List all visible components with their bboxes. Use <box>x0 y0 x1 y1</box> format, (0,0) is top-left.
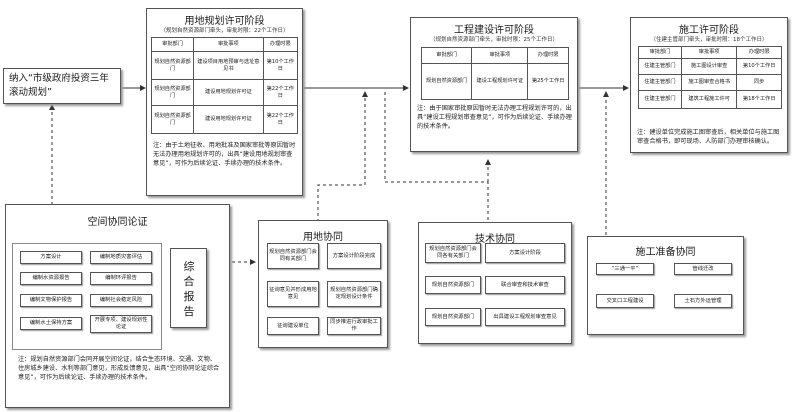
spatial-item: 编制文物保护报告 <box>20 294 82 307</box>
spatial-item: 编制社会稳定风险 <box>90 294 152 307</box>
tech-coord-item: 出具建设工程规划审查意见 <box>485 308 565 326</box>
prep-title: 施工准备协同 <box>635 247 696 258</box>
eng-permit-title: 工程建设许可阶段 <box>454 25 534 36</box>
tech-coord-item: 规划自然资源部门 <box>425 308 481 326</box>
spatial-item: 编制水资源报告 <box>20 272 82 285</box>
spatial-note: 注：规划自然资源部门会同开展空间论证，结合生态环境、交通、文物、住房城乡建设、水… <box>18 356 220 381</box>
eng-permit-note: 注：由于国家审批原因暂时无法办理工程规划许可的，出具“建设工程规划审查意见”，可… <box>417 105 572 130</box>
tech-coord-item: 规划自然资源部门 <box>425 276 481 294</box>
eng-permit-table: 审批部门审批事项办理时限 规划自然资源部门建设工程规划许可证第25个工作日 <box>420 47 569 100</box>
tech-coord-box: 技术协同 规划自然资源部门会同各有关部门 方案设计阶段 规划自然资源部门 联合审… <box>418 222 572 344</box>
land-permit-title: 用地规划许可阶段 <box>184 16 265 27</box>
spatial-item: 方案设计 <box>20 251 82 264</box>
start-box: 纳入“市级政府投资三年滚动规划” <box>3 68 121 104</box>
construction-permit-title: 施工许可阶段 <box>679 25 739 36</box>
spatial-item: 编制地质灾害评估 <box>90 251 152 264</box>
report-box: 综合报告 <box>170 248 207 328</box>
prep-item: 交叉口工程建设 <box>596 294 654 308</box>
land-coord-item: 方案设计阶段完成 <box>327 243 381 269</box>
land-coord-item: 规划自然资源部门会同有关部门 <box>267 243 319 269</box>
spatial-box: 空间协同论证 方案设计 编制地质灾害评估 编制水资源报告 编制环评报告 编制文物… <box>5 204 230 408</box>
tech-coord-title: 技术协同 <box>475 234 515 245</box>
spatial-title: 空间协同论证 <box>87 217 148 228</box>
land-permit-subtitle: （规划自然资源部门牵头，审批时限：22个工作日） <box>160 28 289 34</box>
spatial-item: 开展专项、建设规划性论证 <box>90 315 152 333</box>
land-coord-box: 用地协同 规划自然资源部门会同有关部门 方案设计阶段完成 征询意见并形成用地意见… <box>258 220 388 348</box>
tech-coord-item: 联合审查和技术审查 <box>485 276 565 294</box>
construction-permit-note: 注：建设单位完成施工图审查后，相关单位与施工图审查合格书，即可现场、人防部门办理… <box>637 129 780 145</box>
line-techcoord <box>384 92 489 222</box>
land-permit-box: 用地规划许可阶段 （规划自然资源部门牵头，审批时限：22个工作日） 审批部门审批… <box>146 8 303 196</box>
prep-item: “三通一平” <box>596 263 654 275</box>
tech-coord-item: 规划自然资源部门会同各有关部门 <box>425 243 481 263</box>
land-permit-note: 注：由于土地征收、用地批准及国家审批等原因暂时无法办理用地规划许可的，出具“建设… <box>153 142 296 167</box>
eng-permit-box: 工程建设许可阶段 （规划自然资源部门牵头，审批时限：25个工作日） 审批部门审批… <box>410 17 578 152</box>
construction-permit-box: 施工许可阶段 （住建主管部门牵头，审批时限：18个工作日） 审批部门审批事项办理… <box>630 17 788 153</box>
land-coord-item: 同步推进行政审批工作 <box>327 317 381 335</box>
eng-permit-subtitle: （规划自然资源部门牵头，审批时限：25个工作日） <box>429 37 558 43</box>
spatial-item: 编制环评报告 <box>90 272 152 285</box>
report-text: 综合报告 <box>183 260 195 318</box>
arrow-landcoord-up <box>317 91 368 222</box>
prep-item: 管线迁改 <box>674 263 732 275</box>
prep-box: 施工准备协同 “三通一平” 管线迁改 交叉口工程建设 土石方外运管理 <box>587 236 744 335</box>
land-permit-table: 审批部门审批事项办理时限 规划自然资源部门建设项目用地预审与选址意见书第10个工… <box>150 37 299 134</box>
construction-permit-table: 审批部门审批事项办理时限 住建主管部门施工图设计审查第10个工作日 住建主管部门… <box>638 46 782 109</box>
land-coord-item: 征询建设单位 <box>267 317 319 335</box>
prep-item: 土石方外运管理 <box>674 294 732 308</box>
start-text: 纳入“市级政府投资三年滚动规划” <box>9 73 109 98</box>
spatial-item: 编制水土保持方案 <box>20 317 82 330</box>
land-coord-item: 规划自然资源部门确定规划设计条件 <box>327 281 381 307</box>
land-coord-title: 用地协同 <box>303 232 343 243</box>
construction-permit-subtitle: （住建主管部门牵头，审批时限：18个工作日） <box>650 37 768 43</box>
tech-coord-item: 方案设计阶段 <box>485 243 565 263</box>
land-coord-item: 征询意见并形成用地意见 <box>267 281 319 307</box>
